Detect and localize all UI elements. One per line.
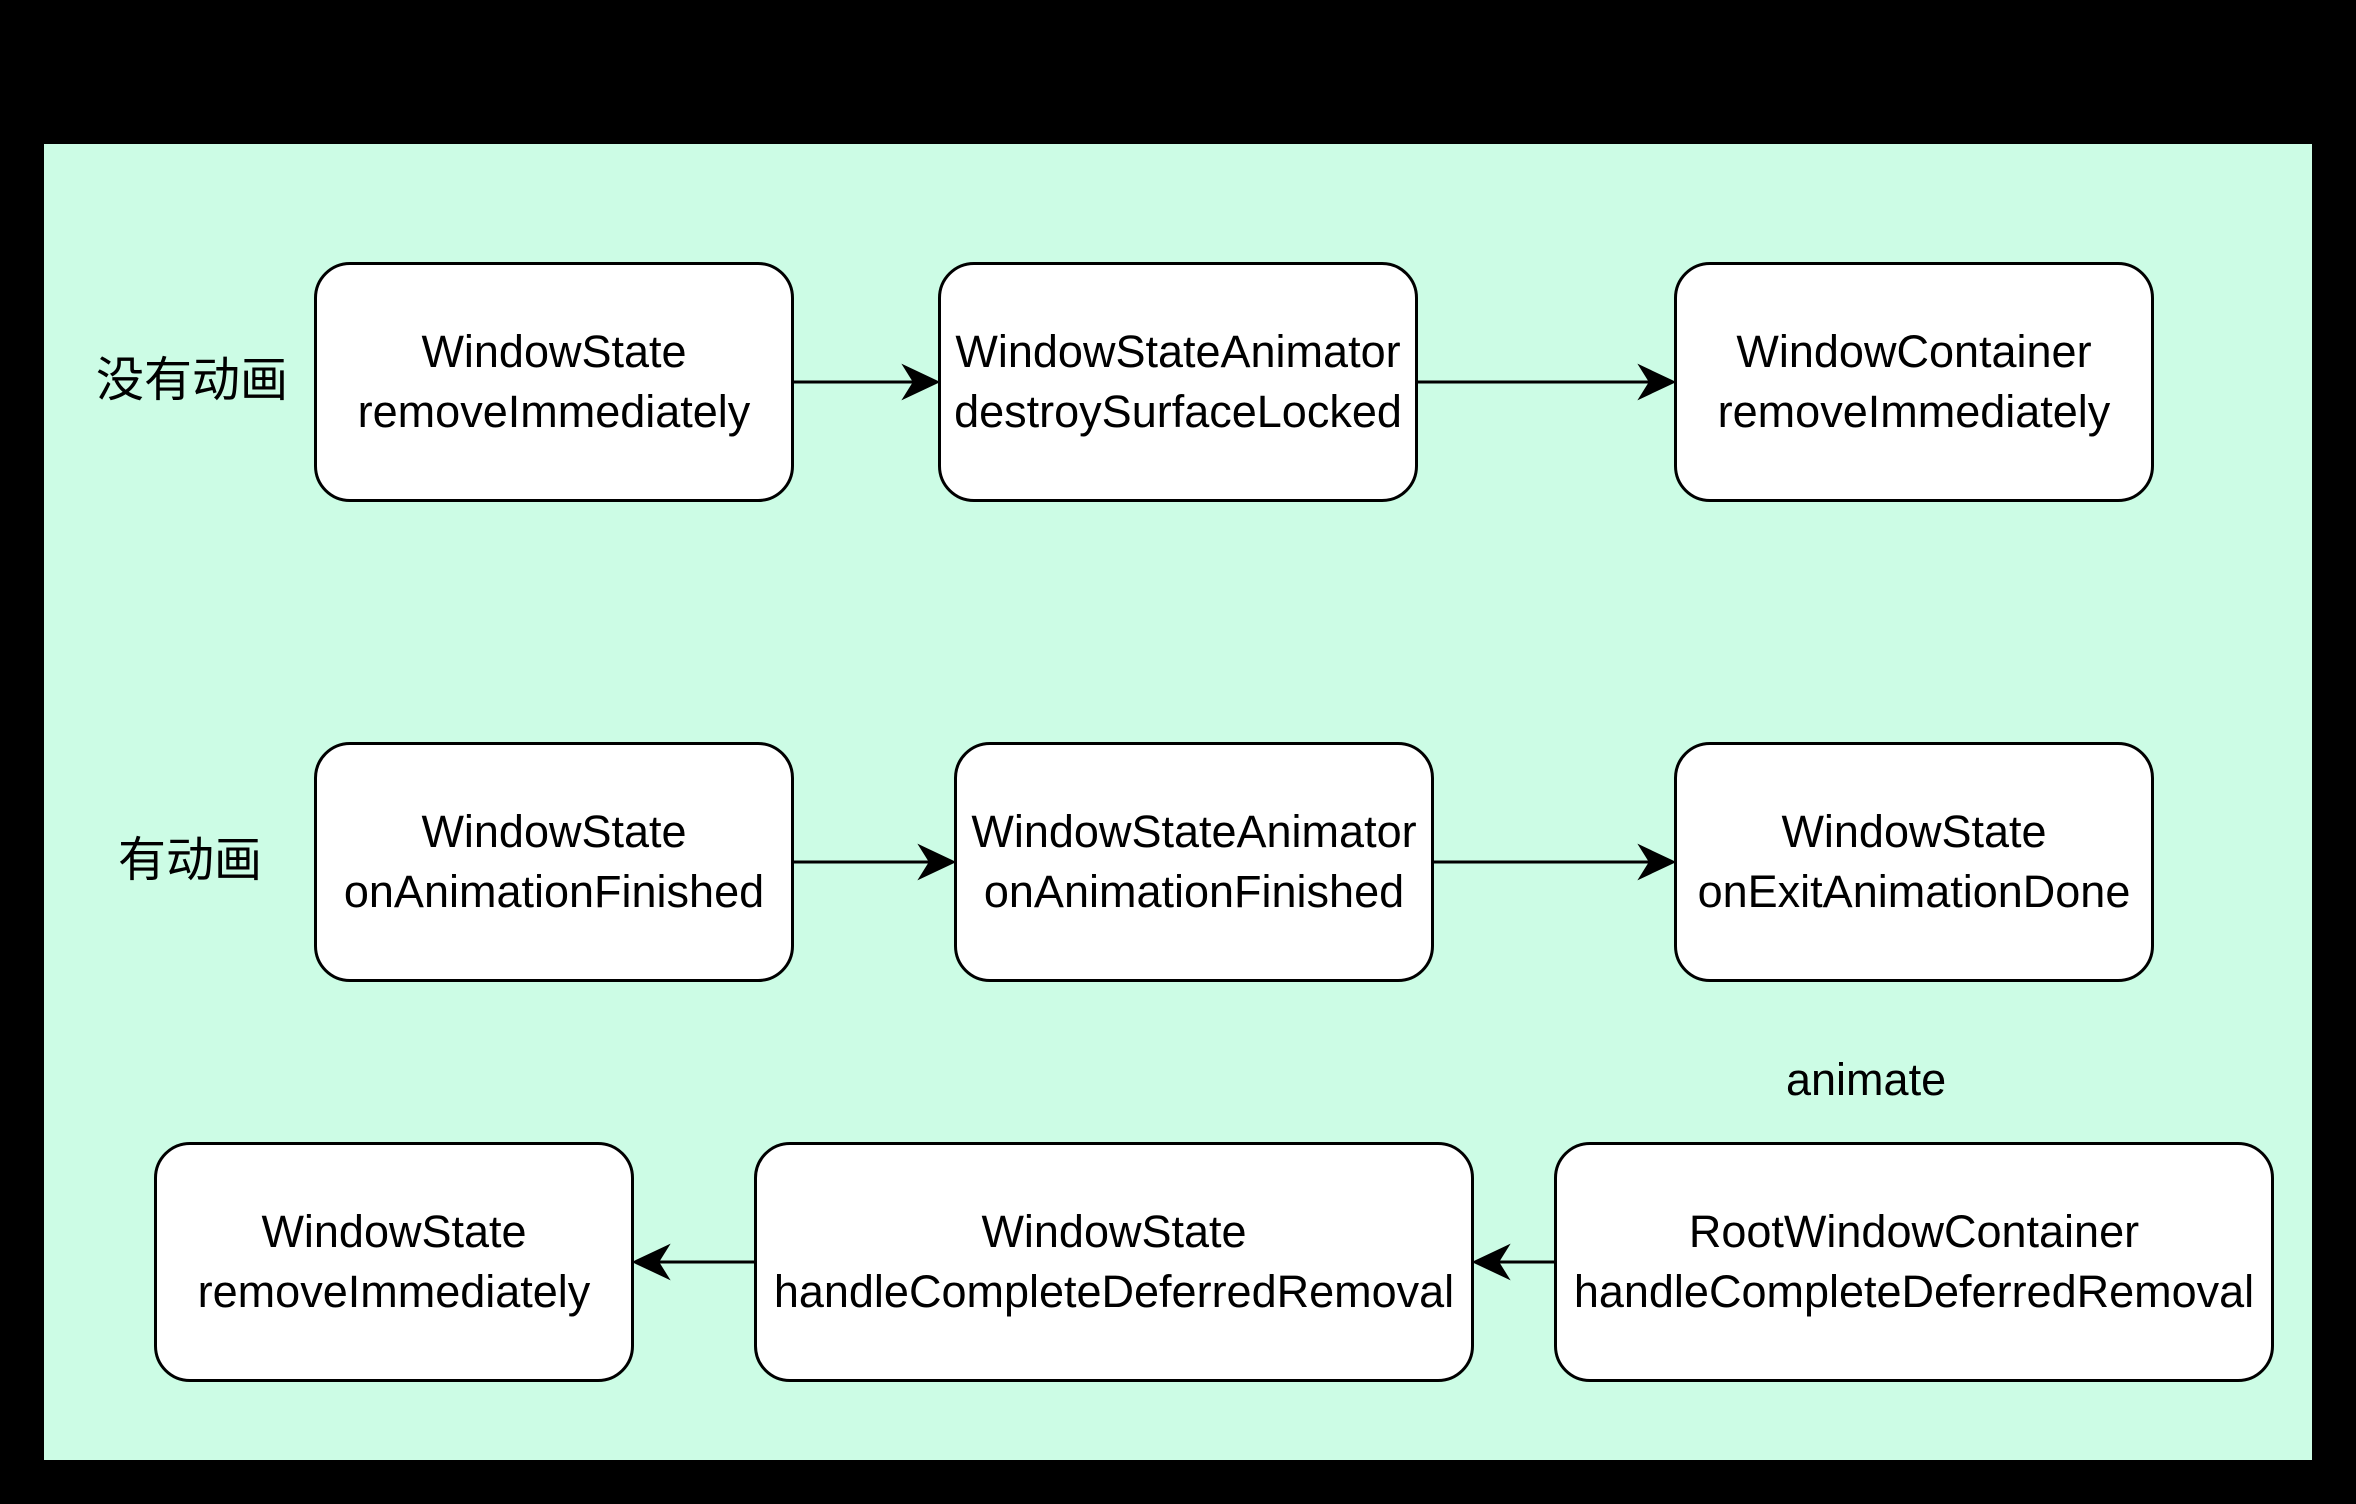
annotation-animate: animate [1786, 1054, 1947, 1105]
node-line2: destroySurfaceLocked [954, 386, 1402, 437]
node-line2: removeImmediately [1717, 386, 2111, 437]
node-windowstate-removeimmediately: WindowState removeImmediately [314, 262, 794, 502]
node-line1: WindowContainer [1736, 326, 2092, 377]
node-windowstate-removeimmediately-deferred: WindowState removeImmediately [154, 1142, 634, 1382]
node-windowstateanimator-onanimationfinished: WindowStateAnimator onAnimationFinished [954, 742, 1434, 982]
node-windowstate-onanimationfinished: WindowState onAnimationFinished [314, 742, 794, 982]
node-windowstate-handlecompletedeferredremoval: WindowState handleCompleteDeferredRemova… [754, 1142, 1474, 1382]
node-line1: WindowStateAnimator [955, 326, 1401, 377]
node-line1: WindowState [421, 806, 687, 857]
node-line2: removeImmediately [357, 386, 751, 437]
node-line2: onAnimationFinished [983, 866, 1405, 917]
node-line1: WindowState [1781, 806, 2047, 857]
node-line2: onAnimationFinished [343, 866, 765, 917]
node-line1: WindowState [261, 1206, 527, 1257]
node-line2: handleCompleteDeferredRemoval [1573, 1266, 2255, 1317]
node-rootwindowcontainer-handlecompletedeferredremoval: RootWindowContainer handleCompleteDeferr… [1554, 1142, 2274, 1382]
row-label-no-animation: 没有动画 [96, 352, 289, 408]
node-line1: WindowState [981, 1206, 1247, 1257]
node-line2: onExitAnimationDone [1697, 866, 2131, 917]
node-line1: WindowState [421, 326, 687, 377]
node-line1: WindowStateAnimator [971, 806, 1417, 857]
row-label-with-animation: 有动画 [118, 832, 263, 888]
node-windowstateanimator-destroysurfacelocked: WindowStateAnimator destroySurfaceLocked [938, 262, 1418, 502]
node-line1: RootWindowContainer [1688, 1206, 2140, 1257]
node-windowstate-onexitanimationdone: WindowState onExitAnimationDone [1674, 742, 2154, 982]
node-line2: handleCompleteDeferredRemoval [773, 1266, 1455, 1317]
node-line2: removeImmediately [197, 1266, 591, 1317]
node-windowcontainer-removeimmediately: WindowContainer removeImmediately [1674, 262, 2154, 502]
